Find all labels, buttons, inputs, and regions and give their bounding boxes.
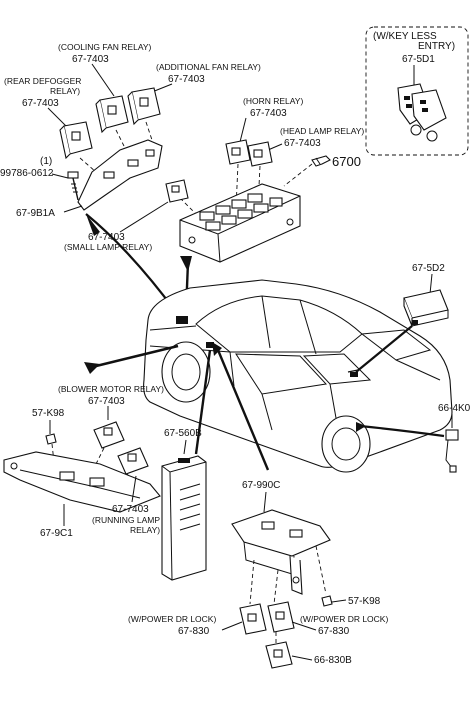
keyless-title-line1: (W/KEY LESS [373, 31, 437, 42]
module-560b [161, 455, 207, 581]
nut-k98-left-number: 57-K98 [32, 408, 65, 419]
relay-mounting-bracket [77, 139, 163, 211]
module-5d2-number: 67-5D2 [412, 263, 445, 274]
additional-fan-relay [127, 87, 161, 126]
ref-6700-group: 6700 [283, 154, 361, 187]
power-door-lock-left-number: 67-830 [178, 626, 210, 637]
running-lamp-relay-number: 67-7403 [112, 504, 149, 515]
additional-fan-relay-number: 67-7403 [168, 74, 205, 85]
part-4k0-number: 66-4K0 [438, 403, 471, 414]
cooling-fan-relay-group: (COOLING FAN RELAY) 67-7403 [58, 42, 152, 134]
power-door-lock-relay-right [267, 601, 295, 633]
fuse-relay-box [179, 183, 301, 263]
running-lamp-relay-name-line1: (RUNNING LAMP [92, 515, 160, 525]
head-lamp-relay-group: (HEAD LAMP RELAY) 67-7403 [247, 126, 364, 167]
part-4k0 [445, 429, 459, 473]
bracket-990c [231, 509, 331, 595]
rear-defogger-relay-name-line1: (REAR DEFOGGER [4, 76, 81, 86]
pointing-hand-icon [311, 155, 331, 167]
horn-relay-group: (HORN RELAY) 67-7403 [225, 96, 303, 165]
bolt-quantity: (1) [40, 156, 52, 167]
horn-relay [225, 139, 251, 165]
blower-motor-relay-group: (BLOWER MOTOR RELAY) 67-7403 [58, 384, 164, 449]
bolt-part-number: 99786-0612 [0, 168, 54, 179]
module-5d2 [403, 289, 449, 327]
small-lamp-relay [165, 179, 189, 203]
nut-k98-left [45, 433, 57, 445]
additional-fan-relay-group: (ADDITIONAL FAN RELAY) 67-7403 [127, 62, 261, 126]
nut-k98-left-group: 57-K98 [32, 408, 65, 463]
rear-defogger-relay-group: (REAR DEFOGGER RELAY) 67-7403 [4, 76, 93, 160]
rear-defogger-relay-name-line2: RELAY) [50, 86, 80, 96]
running-lamp-relay-name-line2: RELAY) [130, 525, 160, 535]
ref-6700-label: 6700 [332, 154, 361, 169]
head-lamp-relay-name: (HEAD LAMP RELAY) [280, 126, 364, 136]
nut-k98-right-group: 57-K98 [321, 595, 381, 607]
head-lamp-relay [247, 141, 273, 167]
trunk-marker [350, 372, 358, 377]
blower-motor-relay-name: (BLOWER MOTOR RELAY) [58, 384, 164, 394]
relay-830b [265, 641, 293, 669]
module-5d2-group: 67-5D2 [355, 263, 449, 373]
head-lamp-relay-number: 67-7403 [284, 138, 321, 149]
power-door-lock-left-name: (W/POWER DR LOCK) [128, 614, 216, 624]
additional-fan-relay-name: (ADDITIONAL FAN RELAY) [156, 62, 261, 72]
blower-motor-relay [93, 421, 125, 449]
cooling-fan-relay [95, 95, 129, 134]
bracket-part-number: 67-9B1A [16, 208, 55, 219]
rear-defogger-relay [59, 121, 93, 160]
rear-defogger-relay-number: 67-7403 [22, 98, 59, 109]
horn-relay-number: 67-7403 [250, 108, 287, 119]
keyless-title-line2: ENTRY) [418, 41, 455, 52]
cooling-fan-relay-number: 67-7403 [72, 54, 109, 65]
bracket-990c-number: 67-990C [242, 480, 280, 491]
module-560b-number: 67-560B [164, 428, 202, 439]
cooling-fan-relay-name: (COOLING FAN RELAY) [58, 42, 152, 52]
running-lamp-relay [117, 447, 149, 475]
small-lamp-relay-name: (SMALL LAMP RELAY) [64, 242, 152, 252]
keyless-entry-inset: (W/KEY LESS ENTRY) 67-5D1 [365, 26, 469, 156]
keyless-part-number: 67-5D1 [402, 54, 435, 65]
part-4k0-group: 66-4K0 [356, 403, 471, 473]
bracket-9c1 [3, 451, 161, 513]
keyless-entry-box [365, 26, 469, 156]
power-door-lock-right-number: 67-830 [318, 626, 350, 637]
nut-k98-right [321, 595, 333, 607]
power-door-lock-right-name: (W/POWER DR LOCK) [300, 614, 388, 624]
bracket-990c-group: 67-990C [212, 342, 331, 605]
blower-motor-relay-number: 67-7403 [88, 396, 125, 407]
relay-830b-number: 66-830B [314, 655, 352, 666]
bolt-group: (1) 99786-0612 [0, 156, 79, 201]
small-lamp-relay-number: 67-7403 [88, 232, 125, 243]
engine-bay-marker [176, 316, 188, 324]
keyless-remote-icon [397, 83, 447, 142]
module-560b-group: 67-560B [161, 349, 212, 581]
horn-relay-name: (HORN RELAY) [243, 96, 303, 106]
bracket-9c1-number: 67-9C1 [40, 528, 73, 539]
nut-k98-right-number: 57-K98 [348, 596, 381, 607]
power-door-lock-relay-left [239, 603, 267, 635]
bolt [67, 171, 79, 201]
dash-marker [206, 342, 214, 348]
